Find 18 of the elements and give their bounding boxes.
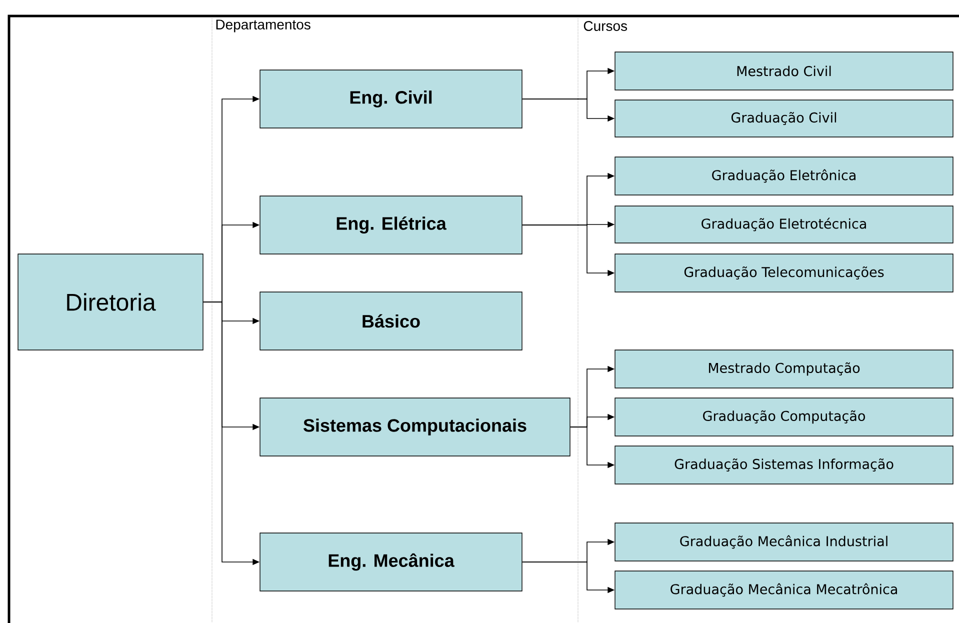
column-header: Departamentos: [216, 20, 310, 32]
department-box: Eng. Elétrica: [260, 196, 522, 254]
department-box: Eng. Mecânica: [260, 532, 522, 592]
department-box: Básico: [260, 292, 522, 350]
column-header: Cursos: [584, 21, 628, 31]
department-box: Sistemas Computacionais: [260, 398, 570, 456]
course-box: Graduação Mecânica Mecatrônica: [614, 570, 954, 610]
department-box: Eng. Civil: [260, 70, 522, 128]
course-box: Graduação Eletrônica: [614, 156, 954, 196]
course-box: Graduação Eletrotécnica: [614, 206, 954, 244]
course-box: Graduação Sistemas Informação: [614, 446, 954, 484]
course-box: Mestrado Computação: [614, 350, 954, 388]
board-box: Diretoria: [18, 254, 204, 350]
course-box: Graduação Mecânica Industrial: [614, 522, 954, 562]
course-box: Graduação Telecomunicações: [614, 254, 954, 292]
course-box: Graduação Civil: [614, 100, 954, 138]
course-box: Mestrado Civil: [614, 52, 954, 90]
course-box: Graduação Computação: [614, 398, 954, 436]
